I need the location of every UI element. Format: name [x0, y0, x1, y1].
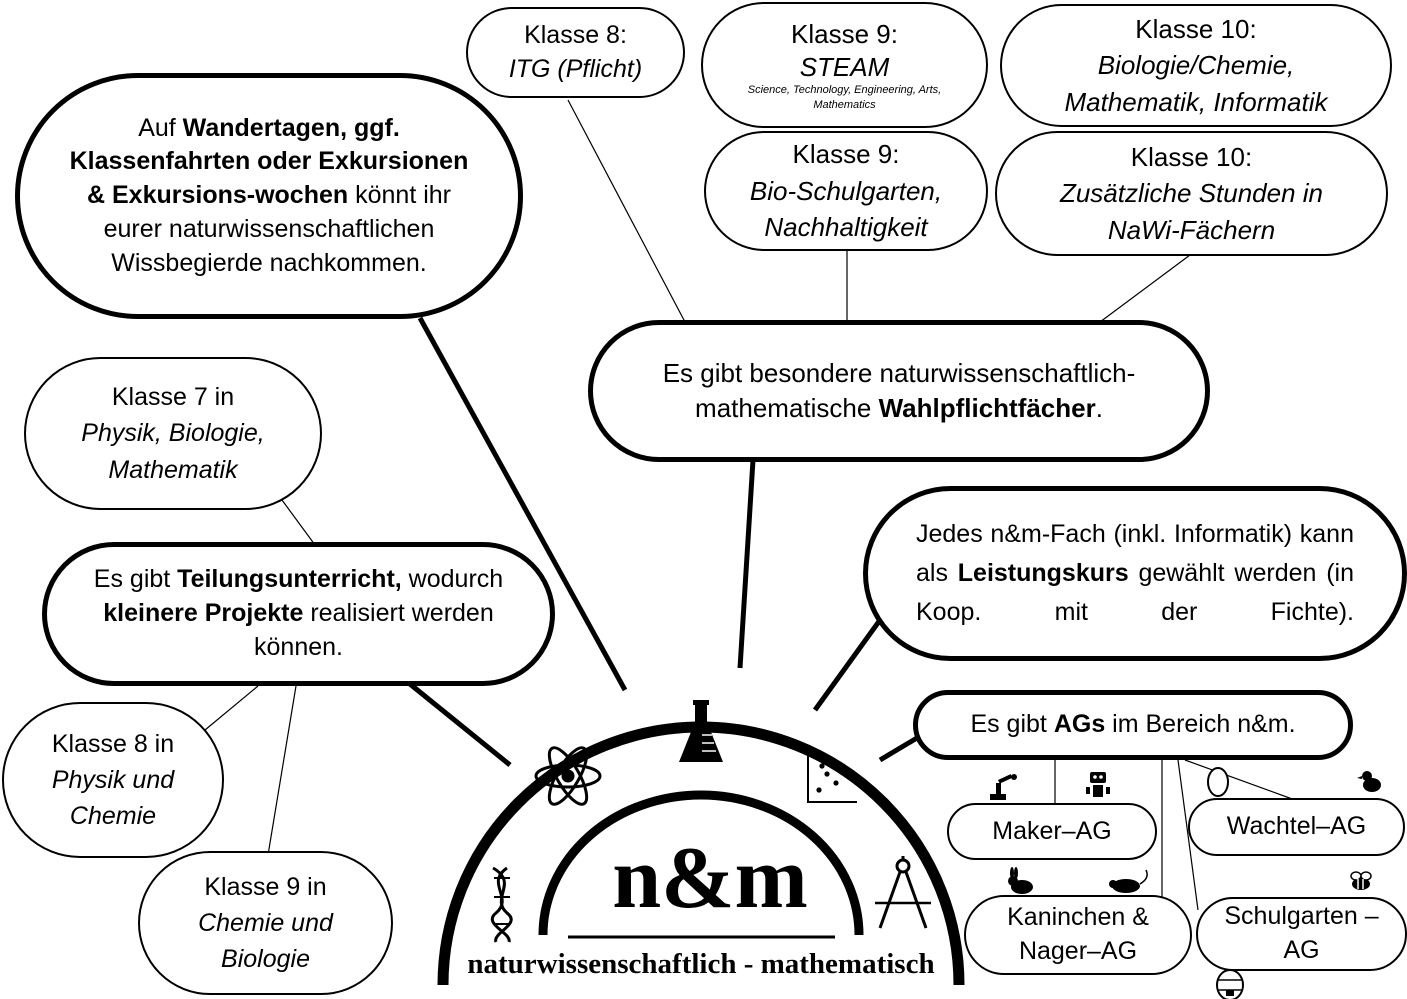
teilung-node: Es gibt Teilungsunterricht, wodurch klei…	[42, 542, 555, 686]
chick-icon	[1357, 771, 1381, 792]
subject-label: STEAM	[799, 51, 890, 82]
ag-maker: Maker–AG	[947, 803, 1157, 860]
grade-label: Klasse 9:	[792, 139, 900, 170]
ag-label: Schulgarten –AG	[1224, 902, 1379, 964]
connector-klasse10-nawi	[1099, 254, 1191, 323]
ags-text-bold: AGs	[1053, 710, 1106, 739]
ags-node: Es gibt AGs im Bereich n&m.	[913, 690, 1353, 760]
connector-wahlpflicht	[737, 459, 756, 669]
grade-label: Klasse 9 in	[204, 872, 327, 901]
ag-schulgarten: Schulgarten –AG	[1196, 897, 1407, 971]
subject-label: Zusätzliche Stunden in NaWi-Fächern	[1059, 178, 1324, 245]
ags-text-1: Es gibt	[970, 710, 1054, 739]
connector-teilung	[403, 678, 512, 767]
grade-label: Klasse 8:	[524, 20, 627, 49]
connector-wachtel	[1184, 759, 1296, 801]
subject-label: Physik und Chemie	[51, 765, 175, 831]
egg-icon	[1207, 767, 1229, 797]
ag-label: Maker–AG	[992, 816, 1112, 845]
wahlpflicht-klasse10-nawi: Klasse 10: Zusätzliche Stunden in NaWi-F…	[995, 131, 1388, 256]
excursions-text-1: Auf	[138, 113, 183, 142]
grade-label: Klasse 10:	[1135, 13, 1257, 44]
connector-excursions	[417, 316, 628, 692]
wahlpflicht-text-1: Es gibt besondere naturwissenschaftlich-…	[662, 357, 1136, 423]
leistungskurs-text-bold: Leistungskurs	[957, 559, 1129, 588]
grade-label: Klasse 10:	[1130, 141, 1253, 172]
scatter-plot-icon	[807, 754, 857, 803]
logo-subtitle: naturwissenschaftlich - mathematisch	[467, 948, 935, 980]
logo-title: n&m	[612, 830, 808, 927]
dna-icon	[491, 866, 513, 943]
leistungskurs-node: Jedes n&m-Fach (inkl. Informatik) kann a…	[863, 486, 1407, 661]
excursions-text-bold: Wandertagen, ggf. Klassenfahrten oder Ex…	[69, 113, 469, 210]
subject-label: Physik, Biologie, Mathematik	[81, 419, 265, 484]
wahlpflicht-text-bold: Wahlpflichtfächer	[878, 393, 1096, 423]
connector-klasse7	[281, 499, 316, 546]
connector-klasse8-itg	[567, 99, 686, 323]
excursions-text: Auf Wandertagen, ggf. Klassenfahrten ode…	[60, 112, 478, 281]
teilung-klasse7: Klasse 7 in Physik, Biologie, Mathematik	[24, 357, 322, 510]
connector-klasse8	[204, 685, 259, 731]
ags-text-2: im Bereich n&m.	[1105, 710, 1296, 739]
excursions-text-2: könnt ihr eurer naturwissenschaftlichen …	[103, 181, 451, 277]
wahlpflicht-klasse8-itg: Klasse 8: ITG (Pflicht)	[466, 7, 685, 98]
robot-icon	[1086, 772, 1110, 797]
ag-label: Wachtel–AG	[1226, 812, 1367, 841]
teilung-text-1: Es gibt	[93, 565, 178, 594]
ag-kaninchen-nager: Kaninchen & Nager–AG	[964, 895, 1192, 975]
subject-label: Chemie und Biologie	[198, 908, 333, 974]
subject-label: Biologie/Chemie, Mathematik, Informatik	[1064, 50, 1328, 117]
teilung-klasse9: Klasse 9 in Chemie und Biologie	[138, 851, 393, 995]
grade-label: Klasse 7 in	[111, 383, 235, 412]
ags-text: Es gibt AGs im Bereich n&m.	[970, 708, 1295, 742]
teilung-text-bold-1: Teilungsunterricht,	[177, 565, 402, 594]
leistungskurs-text-1: Jedes n&m-Fach (inkl. Informatik) kann a…	[916, 520, 1354, 588]
beehive-icon	[1216, 969, 1244, 999]
logo-inner-arc	[538, 790, 864, 936]
wahlpflicht-klasse10-bio-chemie: Klasse 10: Biologie/Chemie, Mathematik, …	[1000, 4, 1392, 127]
steam-note: Science, Technology, Engineering, Arts, …	[747, 84, 942, 111]
wahlpflicht-klasse9-schulgarten: Klasse 9: Bio-Schulgarten, Nachhaltigkei…	[704, 131, 988, 251]
compass-icon	[875, 856, 931, 929]
connector-leistungskurs	[812, 618, 883, 712]
rabbit-icon	[1008, 867, 1033, 894]
wahlpflicht-text-2: .	[1095, 393, 1103, 423]
excursions-node: Auf Wandertagen, ggf. Klassenfahrten ode…	[15, 73, 523, 319]
subject-label: Bio-Schulgarten, Nachhaltigkeit	[749, 175, 943, 243]
teilung-text-bold-2: kleinere Projekte	[103, 599, 304, 628]
wahlpflicht-text: Es gibt besondere naturwissenschaftlich-…	[633, 356, 1165, 426]
robot-arm-icon	[990, 774, 1017, 800]
teilung-text: Es gibt Teilungsunterricht, wodurch klei…	[87, 563, 510, 664]
leistungskurs-text-2: gewählt werden (in Koop. mit der Fichte)…	[916, 559, 1354, 626]
subject-label: ITG (Pflicht)	[508, 54, 643, 83]
atom-icon	[534, 746, 602, 806]
leistungskurs-text: Jedes n&m-Fach (inkl. Informatik) kann a…	[916, 515, 1354, 631]
ag-wachtel: Wachtel–AG	[1188, 798, 1405, 856]
ag-label: Kaninchen & Nager–AG	[1007, 903, 1149, 965]
connector-schulgarten	[1177, 759, 1199, 911]
teilung-klasse8: Klasse 8 in Physik und Chemie	[2, 702, 224, 858]
wahlpflicht-klasse9-steam: Klasse 9: STEAM Science, Technology, Eng…	[701, 2, 988, 128]
teilung-text-3: realisiert werden können.	[254, 599, 494, 661]
grade-label: Klasse 8 in	[51, 729, 175, 758]
wahlpflicht-node: Es gibt besondere naturwissenschaftlich-…	[588, 320, 1210, 462]
teilung-text-2: wodurch	[401, 565, 504, 594]
connector-klasse9	[267, 685, 297, 856]
mouse-icon	[1109, 869, 1148, 893]
grade-label: Klasse 9:	[791, 19, 898, 50]
flask-icon	[679, 700, 723, 762]
bee-icon	[1350, 871, 1372, 890]
